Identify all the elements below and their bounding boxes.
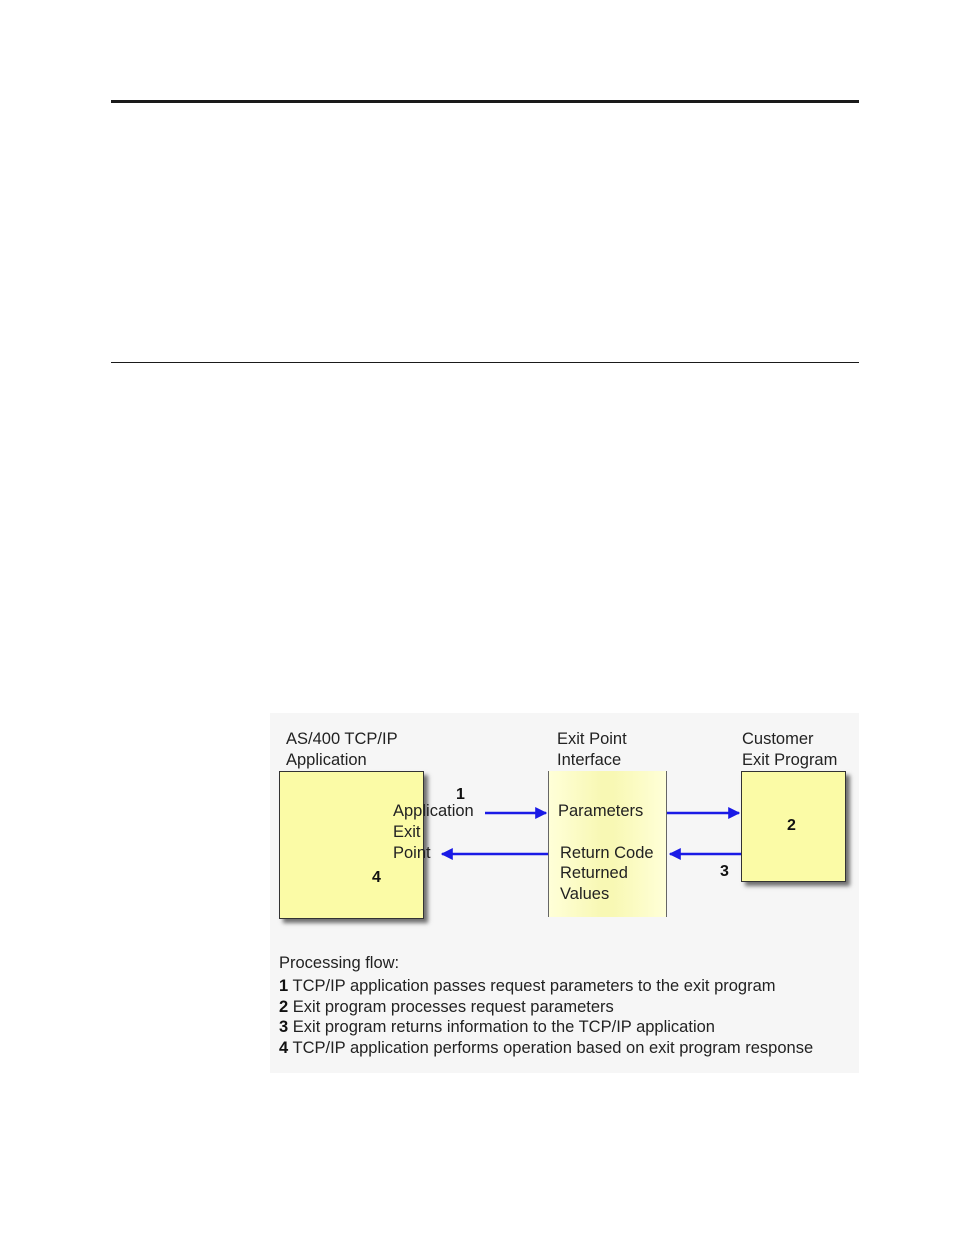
flow-step-text: TCP/IP application performs operation ba… <box>292 1039 814 1058</box>
interface-label-line1: Exit Point <box>557 730 627 748</box>
flow-step-text: Exit program returns information to the … <box>292 1018 715 1037</box>
step-4-marker: 4 <box>372 869 381 886</box>
flow-step-number: 1 <box>279 976 289 995</box>
interface-parameters: Parameters <box>558 802 644 820</box>
flow-step-number: 4 <box>279 1039 289 1058</box>
tcpip-application-box <box>279 771 424 919</box>
step-2-marker: 2 <box>787 817 796 834</box>
flow-step: 1 TCP/IP application passes request para… <box>279 976 813 997</box>
section-rule <box>111 362 859 363</box>
exit-point-figure: AS/400 TCP/IP Application Application Ex… <box>270 713 859 1073</box>
flow-step: 2 Exit program processes request paramet… <box>279 997 813 1018</box>
interface-return-line2: Returned <box>560 864 628 882</box>
app-label-line1: AS/400 TCP/IP <box>286 730 398 748</box>
header-rule <box>111 100 859 103</box>
flow-step: 4 TCP/IP application performs operation … <box>279 1038 813 1059</box>
exit-point-interface-column <box>548 771 667 917</box>
flow-step-number: 3 <box>279 1018 289 1037</box>
exit-point-line1: Application <box>393 802 474 820</box>
interface-return-line3: Values <box>560 885 610 903</box>
customer-exit-program-box <box>741 771 846 882</box>
exit-point-line3: Point <box>393 844 431 862</box>
app-label-line2: Application <box>286 751 367 769</box>
exit-point-line2: Exit <box>393 823 421 841</box>
step-1-marker: 1 <box>456 786 465 803</box>
customer-label-line2: Exit Program <box>742 751 838 769</box>
interface-label-line2: Interface <box>557 751 622 769</box>
processing-flow-legend: Processing flow: 1 TCP/IP application pa… <box>279 953 813 1059</box>
customer-label-line1: Customer <box>742 730 814 748</box>
flow-step-text: TCP/IP application passes request parame… <box>292 976 776 995</box>
step-3-marker: 3 <box>720 863 729 880</box>
flow-step: 3 Exit program returns information to th… <box>279 1017 813 1038</box>
processing-flow-title: Processing flow: <box>279 954 400 972</box>
interface-return-line1: Return Code <box>560 844 654 862</box>
flow-step-text: Exit program processes request parameter… <box>292 997 614 1016</box>
flow-step-number: 2 <box>279 997 289 1016</box>
